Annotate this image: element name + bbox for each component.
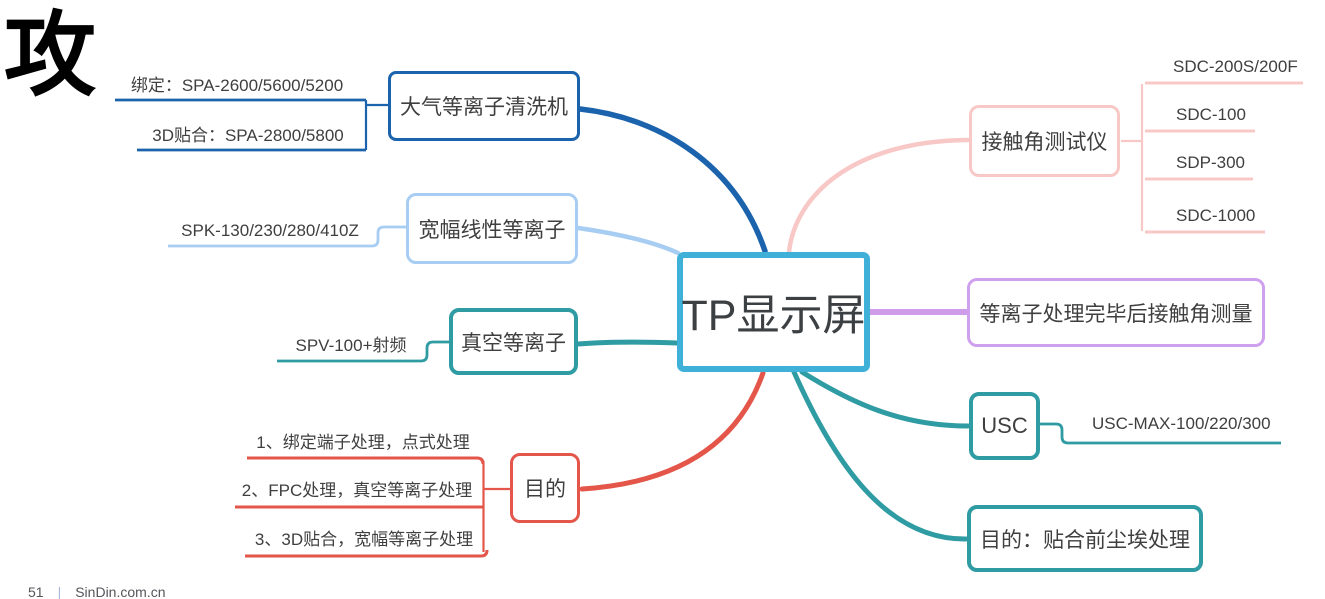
underline-purpose-3 <box>245 549 489 558</box>
leaf-sdc-100[interactable]: SDC-100 <box>1176 105 1246 124</box>
connector-usc <box>799 369 971 429</box>
bracket-atmospheric-children <box>364 100 388 150</box>
connector-wide-linear <box>575 225 681 256</box>
node-purpose-dust-treatment[interactable]: 目的：贴合前尘埃处理 <box>967 505 1203 572</box>
node-contact-angle-tester[interactable]: 接触角测试仪 <box>969 105 1120 177</box>
watermark-character: 攻 <box>4 5 97 107</box>
node-atmospheric-plasma-cleaner[interactable]: 大气等离子清洗机 <box>388 71 580 141</box>
underline-spk-models <box>168 225 406 248</box>
footer-page-number: 51 <box>28 584 44 599</box>
footer: 51 | SinDin.com.cn <box>28 584 165 599</box>
leaf-binding-spa[interactable]: 绑定：SPA-2600/5600/5200 <box>130 76 344 95</box>
node-central-topic[interactable]: TP显示屏 <box>677 252 870 372</box>
footer-site-link[interactable]: SinDin.com.cn <box>75 584 166 599</box>
leaf-sdc-1000[interactable]: SDC-1000 <box>1176 206 1256 225</box>
connector-vacuum <box>575 339 680 347</box>
leaf-3d-lamination-spa[interactable]: 3D贴合：SPA-2800/5800 <box>152 126 344 145</box>
underline-purpose-1 <box>247 456 485 465</box>
leaf-usc-max-models[interactable]: USC-MAX-100/220/300 <box>1092 414 1271 433</box>
node-purpose[interactable]: 目的 <box>510 453 580 523</box>
node-plasma-contact-angle-measurement[interactable]: 等离子处理完毕后接触角测量 <box>967 278 1265 347</box>
footer-separator: | <box>57 584 62 599</box>
connector-purpose-left <box>579 370 766 492</box>
leaf-spk-models[interactable]: SPK-130/230/280/410Z <box>181 221 359 240</box>
node-wide-linear-plasma[interactable]: 宽幅线性等离子 <box>406 193 578 264</box>
node-usc[interactable]: USC <box>969 392 1040 460</box>
underline-spv-model <box>277 340 449 363</box>
node-vacuum-plasma[interactable]: 真空等离子 <box>449 308 578 375</box>
leaf-purpose-1[interactable]: 1、绑定端子处理，点式处理 <box>256 433 470 452</box>
underline-usc-max-models <box>1040 422 1281 445</box>
leaf-sdc-200s-200f[interactable]: SDC-200S/200F <box>1173 57 1298 76</box>
bracket-contact-angle-children <box>1121 84 1144 231</box>
bracket-purpose-children <box>482 461 510 552</box>
connector-contact-angle <box>786 137 971 255</box>
leaf-spv-model[interactable]: SPV-100+射频 <box>295 336 407 355</box>
leaf-purpose-2[interactable]: 2、FPC处理，真空等离子处理 <box>241 481 473 500</box>
leaf-sdp-300[interactable]: SDP-300 <box>1176 153 1245 172</box>
leaf-purpose-3[interactable]: 3、3D贴合，宽幅等离子处理 <box>254 530 474 549</box>
connector-purpose-right <box>791 369 969 542</box>
connector-atmospheric <box>577 106 768 254</box>
